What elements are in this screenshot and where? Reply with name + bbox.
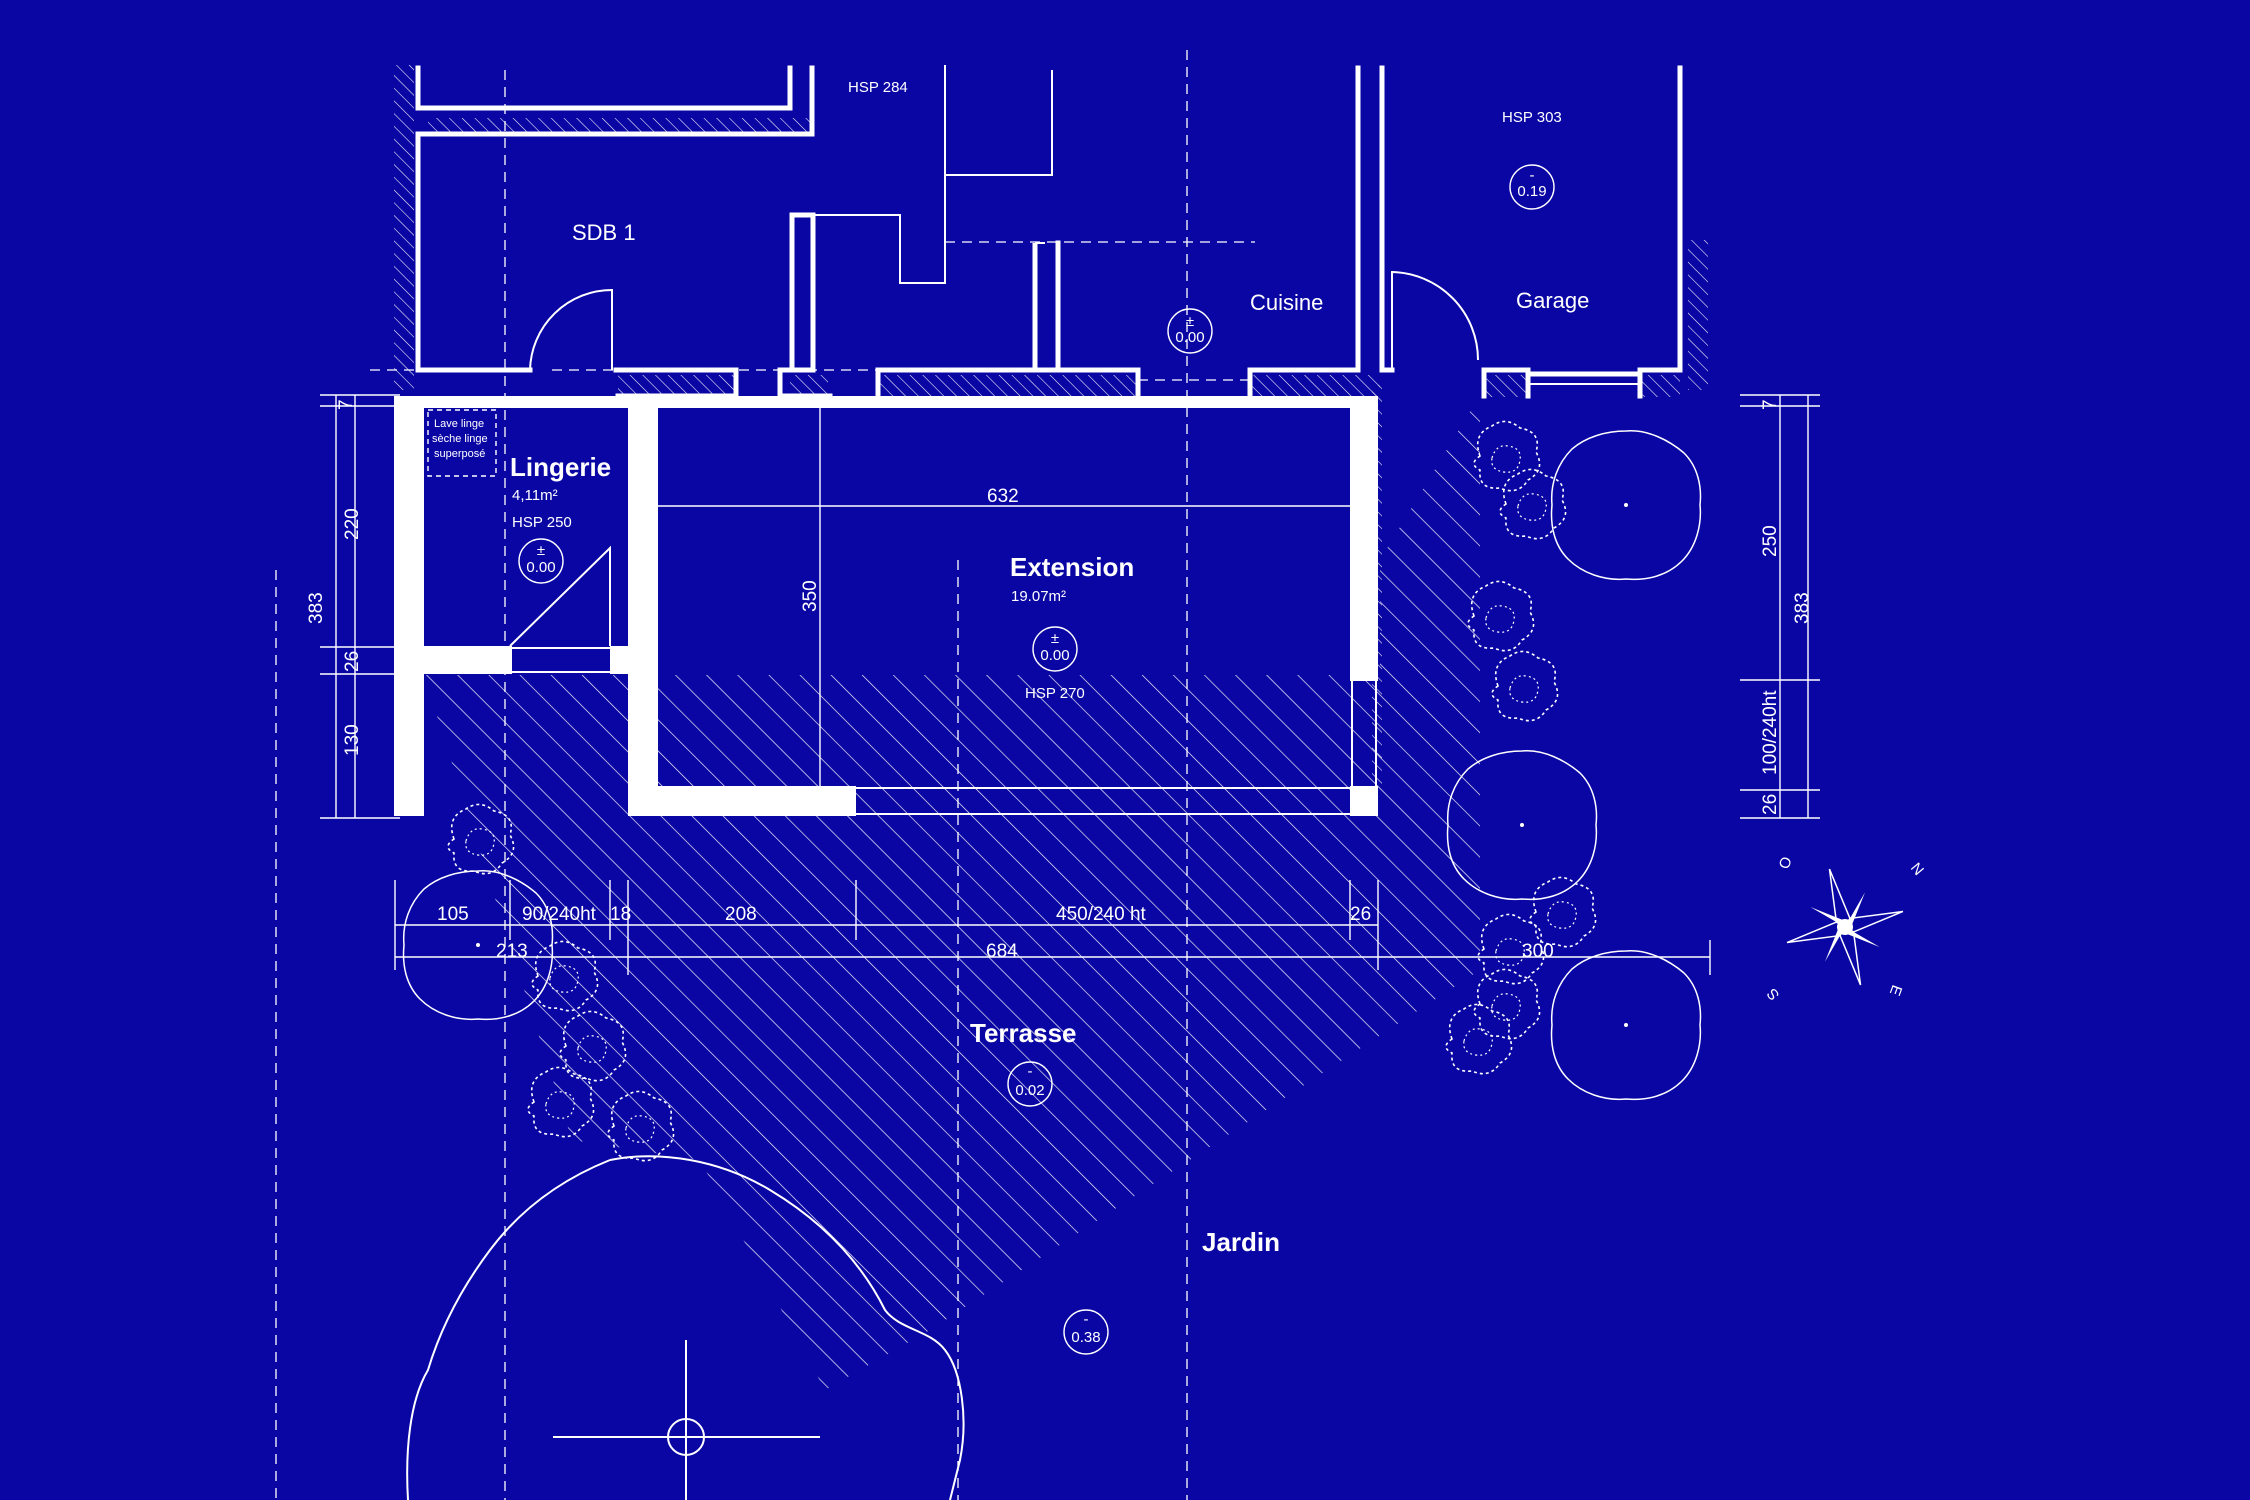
dim-left-total: 383 bbox=[306, 592, 327, 624]
room-extension: Extension bbox=[1010, 552, 1134, 582]
compass-s: S bbox=[1764, 985, 1783, 1004]
level-value: 0.00 bbox=[526, 559, 555, 576]
level-value: 0.00 bbox=[1040, 647, 1069, 664]
dim-bottom-bay: 450/240 ht bbox=[1056, 904, 1147, 925]
room-terrasse: Terrasse bbox=[970, 1018, 1077, 1048]
room-cuisine: Cuisine bbox=[1250, 290, 1323, 315]
room-jardin: Jardin bbox=[1202, 1227, 1280, 1257]
dim-bottom-105: 105 bbox=[437, 904, 469, 925]
room-sdb1: SDB 1 bbox=[572, 220, 636, 245]
level-value: 0.19 bbox=[1517, 183, 1546, 200]
dim-right-7: 7 bbox=[1760, 399, 1781, 410]
dimension-lines bbox=[320, 394, 1820, 975]
compass-e: E bbox=[1886, 983, 1905, 998]
dim-bottom-684: 684 bbox=[986, 941, 1018, 962]
hsp-extension: HSP 270 bbox=[1025, 685, 1085, 702]
area-extension: 19.07m² bbox=[1011, 588, 1066, 605]
level-sign: - bbox=[1028, 1063, 1033, 1080]
dim-right-total: 383 bbox=[1792, 592, 1813, 624]
level-marker-garage: - 0.19 bbox=[1509, 164, 1555, 210]
level-sign: - bbox=[1530, 167, 1535, 184]
level-marker-terrasse: - 0.02 bbox=[1007, 1061, 1053, 1107]
room-garage: Garage bbox=[1516, 288, 1589, 313]
level-sign: ± bbox=[1186, 313, 1194, 330]
vegetation bbox=[402, 420, 1702, 1500]
level-marker-jardin: - 0.38 bbox=[1063, 1309, 1109, 1355]
level-sign: - bbox=[1084, 1311, 1089, 1328]
washer-dryer-box bbox=[427, 409, 497, 477]
appliance-note-2: sèche linge bbox=[432, 433, 488, 445]
extension-walls bbox=[394, 270, 1479, 816]
level-marker-cuisine: ± 0.00 bbox=[1167, 308, 1213, 354]
hsp-garage: HSP 303 bbox=[1502, 109, 1562, 126]
level-sign: ± bbox=[1051, 630, 1059, 647]
dim-bottom-door: 90/240ht bbox=[522, 904, 597, 925]
dim-bottom-300: 300 bbox=[1522, 941, 1554, 962]
level-value: 0.00 bbox=[1175, 329, 1204, 346]
terrace-hatch bbox=[424, 395, 1480, 1390]
room-lingerie: Lingerie bbox=[510, 452, 611, 482]
hsp-lingerie: HSP 250 bbox=[512, 514, 572, 531]
level-marker-lingerie: ± 0.00 bbox=[518, 538, 564, 584]
appliance-note-3: superposé bbox=[434, 448, 485, 460]
appliance-note-1: Lave linge bbox=[434, 418, 484, 430]
compass-n: N bbox=[1907, 860, 1927, 879]
level-value: 0.38 bbox=[1071, 1329, 1100, 1346]
dim-ext-depth: 350 bbox=[800, 580, 821, 612]
dim-ext-width: 632 bbox=[987, 486, 1019, 507]
dim-left-26: 26 bbox=[342, 651, 363, 672]
dim-left-220: 220 bbox=[342, 508, 363, 540]
dim-bottom-213: 213 bbox=[496, 941, 528, 962]
dim-right-opening: 100/240ht bbox=[1760, 690, 1781, 775]
dim-bottom-18: 18 bbox=[610, 904, 631, 925]
compass-rose bbox=[1786, 868, 1904, 986]
dim-left-7: 7 bbox=[336, 399, 357, 410]
dim-bottom-26: 26 bbox=[1350, 904, 1371, 925]
hsp-top: HSP 284 bbox=[848, 79, 908, 96]
compass-o: O bbox=[1776, 855, 1796, 872]
area-lingerie: 4,11m² bbox=[512, 487, 558, 504]
level-marker-extension: ± 0.00 bbox=[1032, 626, 1078, 672]
dim-left-130: 130 bbox=[342, 724, 363, 756]
dim-right-250: 250 bbox=[1760, 525, 1781, 557]
dim-bottom-208: 208 bbox=[725, 904, 757, 925]
existing-walls bbox=[394, 65, 1708, 785]
level-sign: ± bbox=[537, 542, 545, 559]
level-value: 0.02 bbox=[1015, 1082, 1044, 1099]
dim-right-26: 26 bbox=[1760, 794, 1781, 815]
